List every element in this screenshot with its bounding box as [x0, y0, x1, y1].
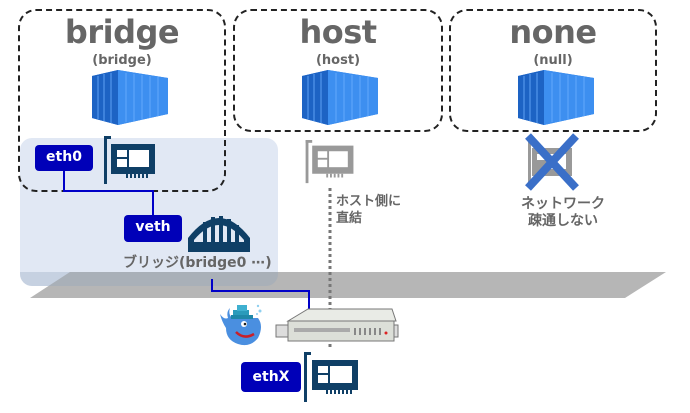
bridge-label: ブリッジ(bridge0 ⋯) [123, 255, 272, 271]
network-box-bridge: bridge (bridge) [18, 9, 226, 192]
network-driver: (bridge) [92, 53, 152, 68]
eth0-to-veth-line [63, 170, 154, 215]
container-icon-bridge [92, 70, 168, 125]
bridge-to-host-line [211, 279, 310, 320]
network-box-none: none (null) [449, 9, 657, 132]
network-driver: (host) [315, 53, 361, 68]
host-note: ホスト側に 直結 [336, 193, 401, 227]
ethx-interface-label: ethX [241, 362, 301, 392]
network-name: bridge [64, 13, 180, 51]
cross-icon [525, 133, 579, 191]
none-note-line2: 疎通しない [528, 213, 598, 229]
none-note: ネットワーク 疎通しない [518, 196, 608, 230]
nic-icon-container [104, 136, 155, 184]
docker-whale-icon [220, 304, 262, 346]
bridge-area-overlay [20, 272, 278, 286]
network-driver: (null) [533, 53, 573, 68]
nic-icon-host [304, 352, 358, 402]
network-name: host [299, 13, 377, 51]
network-box-host: host (host) [233, 9, 443, 132]
nic-icon-host-gray [305, 140, 354, 184]
none-note-line1: ネットワーク [521, 196, 605, 212]
host-note-line2: 直結 [336, 211, 363, 226]
container-icon-host [302, 70, 378, 125]
veth-interface-label: veth [124, 215, 182, 242]
network-name: none [509, 13, 597, 51]
server-icon [275, 308, 399, 342]
container-icon-none [518, 70, 594, 125]
host-note-line1: ホスト側に [336, 194, 402, 209]
eth0-interface-label: eth0 [35, 145, 93, 171]
bridge-icon [188, 216, 250, 252]
